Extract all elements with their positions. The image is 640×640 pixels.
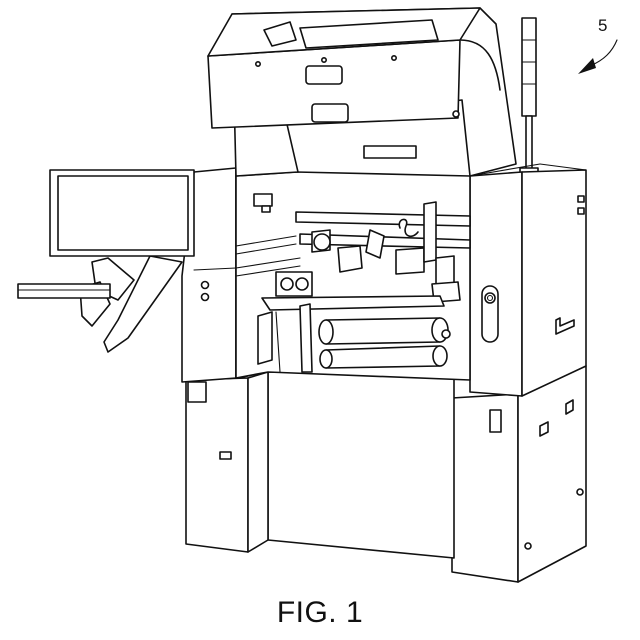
work-area [236,172,470,380]
top-cover [208,8,516,176]
left-lower-cabinet [186,372,268,552]
reference-numeral: 5 [598,16,607,36]
reference-arrow [578,40,617,74]
signal-tower [520,18,538,174]
right-lower-cabinet [442,366,586,582]
right-upper-frame [470,164,586,396]
figure-caption: FIG. 1 [0,596,640,630]
monitor-assembly [18,170,194,352]
